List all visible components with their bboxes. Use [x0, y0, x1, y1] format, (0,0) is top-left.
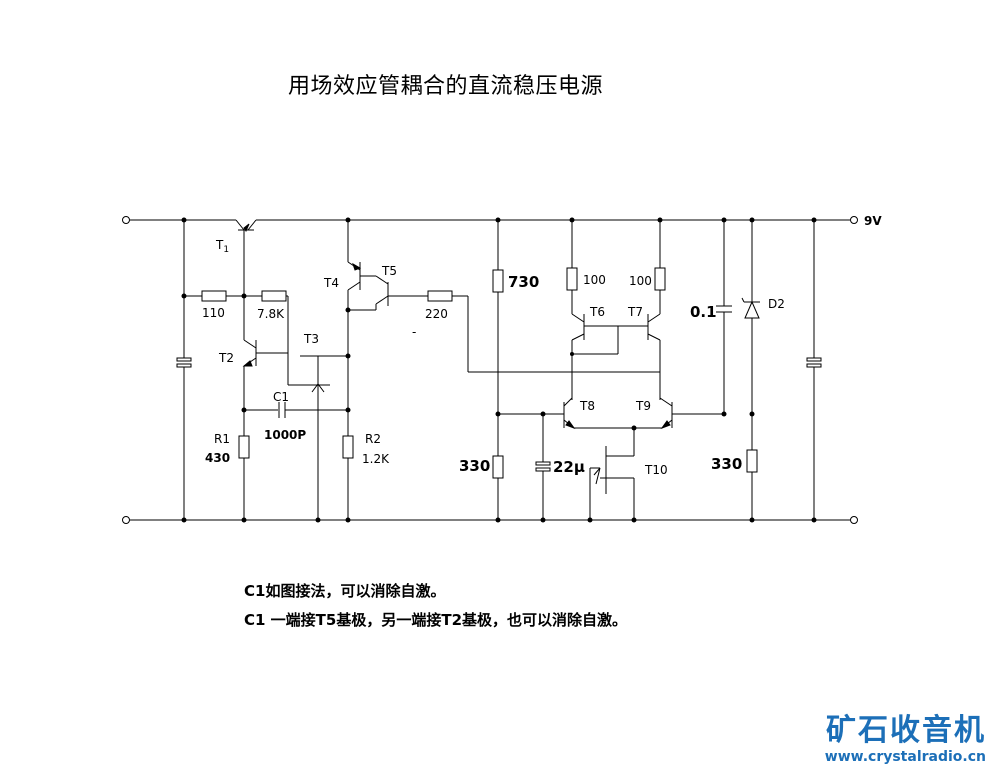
resistor-220 — [427, 290, 453, 302]
label-t8: T8 — [579, 399, 595, 413]
capacitor-0-1 — [716, 220, 732, 414]
note-1: C1如图接法，可以消除自激。 — [244, 582, 446, 600]
brand-watermark: 矿石收音机 www.crystalradio.cn — [825, 713, 986, 765]
label-t6: T6 — [589, 305, 605, 319]
label-t3: T3 — [303, 332, 319, 346]
label-c1-value: 1000P — [264, 428, 306, 442]
label-t9: T9 — [635, 399, 651, 413]
label-22u: 22μ — [553, 458, 585, 476]
label-t7: T7 — [627, 305, 643, 319]
label-t10: T10 — [644, 463, 668, 477]
label-dash-mark: - — [412, 325, 416, 339]
resistor-100-left — [566, 267, 578, 291]
resistor-7-8k — [261, 290, 287, 302]
output-capacitor — [806, 220, 822, 520]
capacitor-22u — [535, 414, 551, 520]
transistor-t2 — [242, 296, 288, 410]
label-r2: R2 — [365, 432, 381, 446]
output-terminal-bottom — [850, 516, 858, 524]
label-100-right: 100 — [629, 274, 652, 288]
label-r2-value: 1.2K — [362, 452, 390, 466]
label-220: 220 — [425, 307, 448, 321]
transistor-t5 — [348, 275, 428, 311]
resistor-730 — [492, 269, 504, 293]
transistor-t6 — [571, 313, 619, 400]
transistor-t8 — [563, 397, 634, 430]
brand-name: 矿石收音机 — [826, 713, 986, 748]
label-330-left: 330 — [459, 457, 490, 475]
transistor-t7 — [618, 313, 661, 400]
label-9v: 9V — [864, 214, 882, 228]
brand-url: www.crystalradio.cn — [824, 749, 986, 765]
page-title: 用场效应管耦合的直流稳压电源 — [288, 74, 604, 99]
note-2: C1 一端接T5基极，另一端接T2基极，也可以消除自激。 — [244, 611, 628, 629]
label-100-left: 100 — [583, 273, 606, 287]
label-t1: T1 — [215, 238, 229, 255]
resistor-330-right — [746, 449, 758, 473]
capacitor-c1 — [244, 402, 348, 418]
resistor-r2 — [342, 435, 354, 459]
label-330-right: 330 — [711, 455, 742, 473]
input-terminal-top — [122, 216, 130, 224]
resistor-110 — [201, 290, 227, 302]
label-c1: C1 — [273, 390, 289, 404]
label-r1: R1 — [214, 432, 230, 446]
resistor-100-right — [654, 267, 666, 291]
zener-d2 — [741, 220, 760, 450]
label-t5: T5 — [381, 264, 397, 278]
junction-dots — [181, 217, 817, 523]
transistor-t9 — [634, 397, 724, 430]
label-r1-value: 430 — [205, 451, 230, 465]
fet-t10 — [589, 428, 635, 520]
input-capacitor — [176, 220, 192, 520]
label-t2: T2 — [218, 351, 234, 365]
label-d2: D2 — [768, 297, 785, 311]
label-110: 110 — [202, 306, 225, 320]
resistor-r1 — [238, 435, 250, 459]
input-terminal-bottom — [122, 516, 130, 524]
fet-t3 — [288, 355, 348, 520]
label-7-8k: 7.8K — [257, 307, 285, 321]
output-terminal-top — [850, 216, 858, 224]
label-730: 730 — [508, 273, 539, 291]
transistor-t4 — [347, 261, 362, 310]
transistor-t1 — [235, 219, 257, 296]
label-0-1: 0.1 — [690, 303, 717, 321]
label-t4: T4 — [323, 276, 339, 290]
resistor-330-left — [492, 455, 504, 479]
